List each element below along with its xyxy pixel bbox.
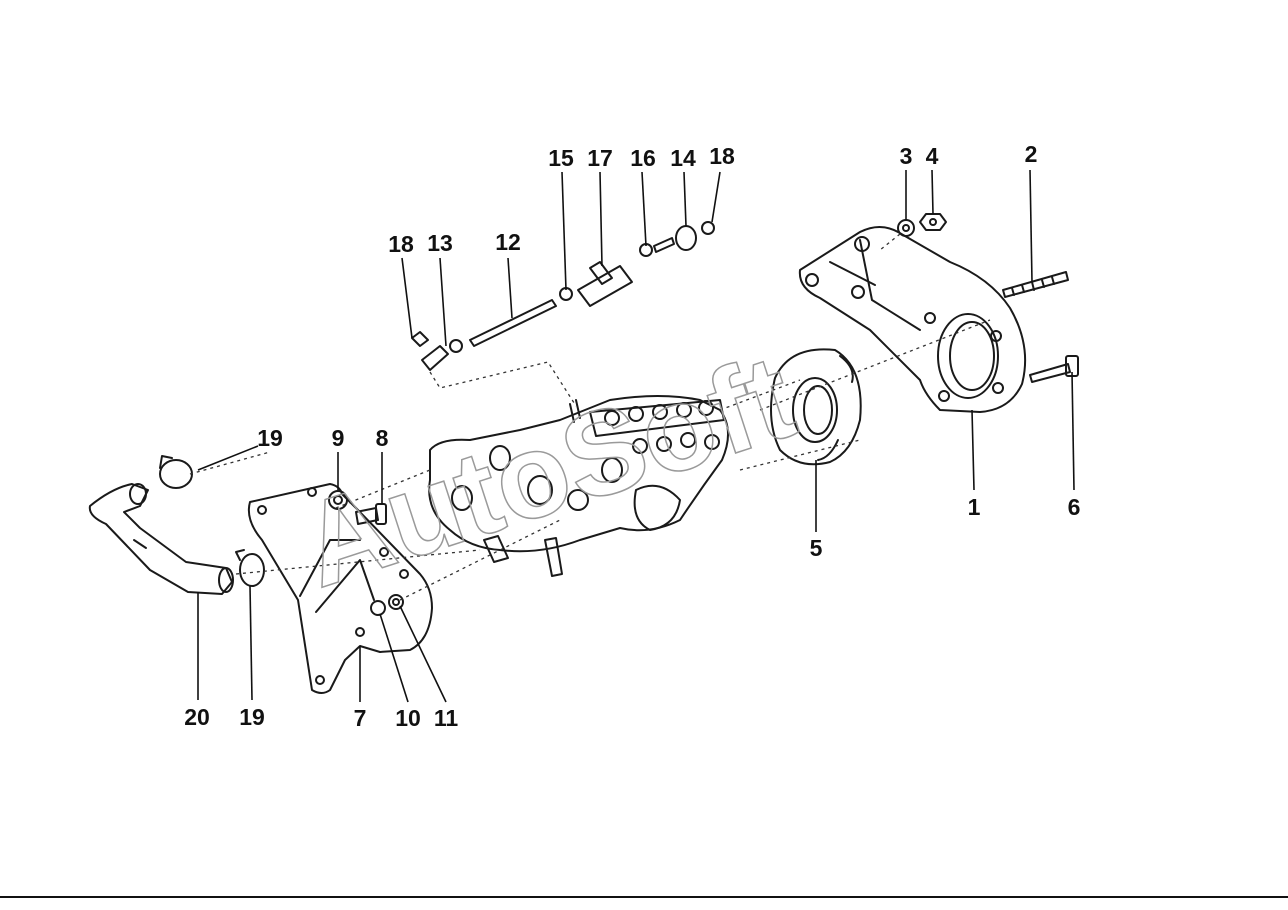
part-1-bracket — [798, 226, 1027, 413]
callout-13: 13 — [427, 230, 453, 256]
injection-pump-body — [428, 395, 729, 577]
callout-14: 14 — [670, 145, 696, 171]
callout-10: 10 — [395, 705, 421, 731]
callout-17: 17 — [587, 145, 613, 171]
callout-16: 16 — [630, 145, 656, 171]
callout-4: 4 — [925, 143, 939, 169]
callout-8: 8 — [375, 425, 389, 451]
part-10-nut — [370, 600, 386, 616]
callout-18-left: 18 — [388, 231, 414, 257]
callout-12: 12 — [495, 229, 521, 255]
part-9-washer — [328, 490, 348, 510]
callout-19-bottom: 19 — [239, 704, 265, 730]
part-7-support-bracket — [247, 483, 433, 694]
part-6-bolt — [1029, 355, 1079, 383]
callout-11: 11 — [433, 705, 459, 731]
callout-18-top: 18 — [709, 143, 735, 169]
bottom-border-line — [0, 896, 1288, 898]
callout-3: 3 — [899, 143, 913, 169]
callout-20: 20 — [184, 704, 210, 730]
part-11-washer — [388, 594, 404, 610]
callout-7: 7 — [353, 705, 367, 731]
callout-1: 1 — [967, 494, 981, 520]
linkage-rod-assembly — [411, 221, 715, 371]
watermark: AutoSoft — [286, 329, 809, 613]
callout-9: 9 — [331, 425, 345, 451]
part-3-washer — [897, 219, 915, 237]
part-2-stud — [1002, 271, 1069, 298]
callout-2: 2 — [1024, 141, 1038, 167]
callout-19-top: 19 — [257, 425, 283, 451]
callout-6: 6 — [1067, 494, 1081, 520]
part-19-hose-clamp-lower — [235, 549, 265, 587]
callout-5: 5 — [809, 535, 823, 561]
assembly-guide-lines — [189, 233, 991, 601]
part-5-flange — [770, 348, 862, 466]
callout-15: 15 — [548, 145, 574, 171]
part-20-hose — [88, 483, 234, 595]
callout-leader-lines — [197, 169, 1075, 703]
part-4-nut — [919, 213, 947, 231]
part-8-screw — [355, 503, 387, 525]
part-19-hose-clamp-upper — [159, 455, 193, 489]
